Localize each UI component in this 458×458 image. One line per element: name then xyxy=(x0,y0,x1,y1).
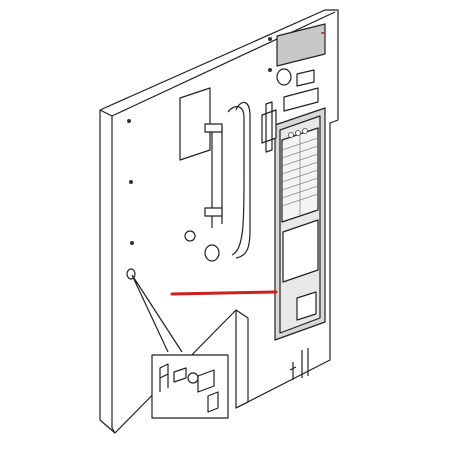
lower-hatch xyxy=(296,291,317,321)
selection-buttons xyxy=(281,134,319,216)
bottom-fixture xyxy=(289,362,297,380)
hose-right xyxy=(235,101,251,259)
slot-opening xyxy=(296,69,315,87)
top-indicator-dots xyxy=(288,128,308,138)
bracket-plate xyxy=(179,87,211,161)
product-window xyxy=(282,219,319,283)
side-panel-edge xyxy=(99,11,336,434)
top-grey-plate xyxy=(276,23,326,67)
hose-left xyxy=(227,106,245,256)
lock-plate xyxy=(261,109,277,144)
door-pin xyxy=(301,348,309,378)
round-button xyxy=(276,68,292,86)
panel-cutout-edge xyxy=(235,309,249,409)
highlight-indicator-line xyxy=(170,290,278,296)
slot-frame xyxy=(283,87,319,112)
leader-lines xyxy=(131,274,183,353)
lock-hole xyxy=(126,268,136,280)
latch xyxy=(265,101,273,153)
lock-assembly-parts xyxy=(159,363,219,413)
mounting-holes xyxy=(127,37,272,245)
hose-clamps xyxy=(204,123,223,217)
drain-ring xyxy=(204,244,220,262)
hose-end xyxy=(184,230,196,242)
